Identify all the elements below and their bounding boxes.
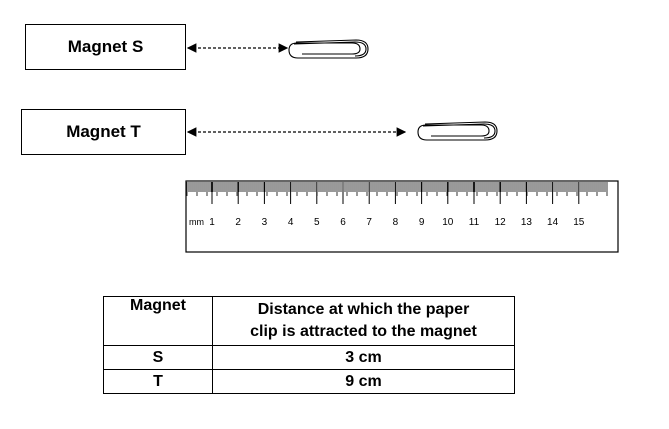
header-distance-line2: clip is attracted to the magnet: [250, 323, 477, 340]
row-t-distance: 9 cm: [212, 369, 515, 394]
ruler-number: 14: [547, 217, 559, 228]
ruler-number: 8: [393, 217, 399, 228]
table-row: S 3 cm: [103, 345, 515, 370]
ruler-number: 9: [419, 217, 425, 228]
ruler-unit-label: mm: [189, 217, 204, 227]
row-s-magnet: S: [103, 345, 213, 370]
ruler-number: 7: [366, 217, 372, 228]
ruler-number: 12: [495, 217, 507, 228]
ruler-number: 6: [340, 217, 346, 228]
ruler-number: 5: [314, 217, 320, 228]
magnet-t-box: Magnet T: [21, 109, 186, 155]
ruler-number: 1: [209, 217, 215, 228]
ruler-number: 15: [573, 217, 585, 228]
row-s-distance: 3 cm: [212, 345, 515, 370]
magnet-t-label: Magnet T: [66, 122, 141, 141]
header-distance: Distance at which the paper clip is attr…: [212, 296, 515, 346]
table-row: T 9 cm: [103, 369, 515, 394]
ruler-number: 10: [442, 217, 454, 228]
ruler-number: 13: [521, 217, 533, 228]
magnet-s-box: Magnet S: [25, 24, 186, 70]
results-table: Magnet Distance at which the paper clip …: [103, 296, 515, 394]
ruler-number: 2: [235, 217, 241, 228]
ruler-number: 3: [262, 217, 268, 228]
paperclip-s-icon: [288, 39, 369, 59]
row-t-magnet: T: [103, 369, 213, 394]
magnet-s-label: Magnet S: [67, 37, 144, 56]
ruler-ticks: [186, 182, 608, 204]
ruler-body: [185, 180, 619, 253]
ruler-number: 11: [469, 217, 480, 228]
header-distance-line1: Distance at which the paper: [257, 301, 470, 318]
ruler-number: 4: [288, 217, 294, 228]
table-header-row: Magnet Distance at which the paper clip …: [103, 296, 515, 346]
header-magnet: Magnet: [103, 296, 213, 346]
paperclip-t-icon: [417, 121, 498, 141]
